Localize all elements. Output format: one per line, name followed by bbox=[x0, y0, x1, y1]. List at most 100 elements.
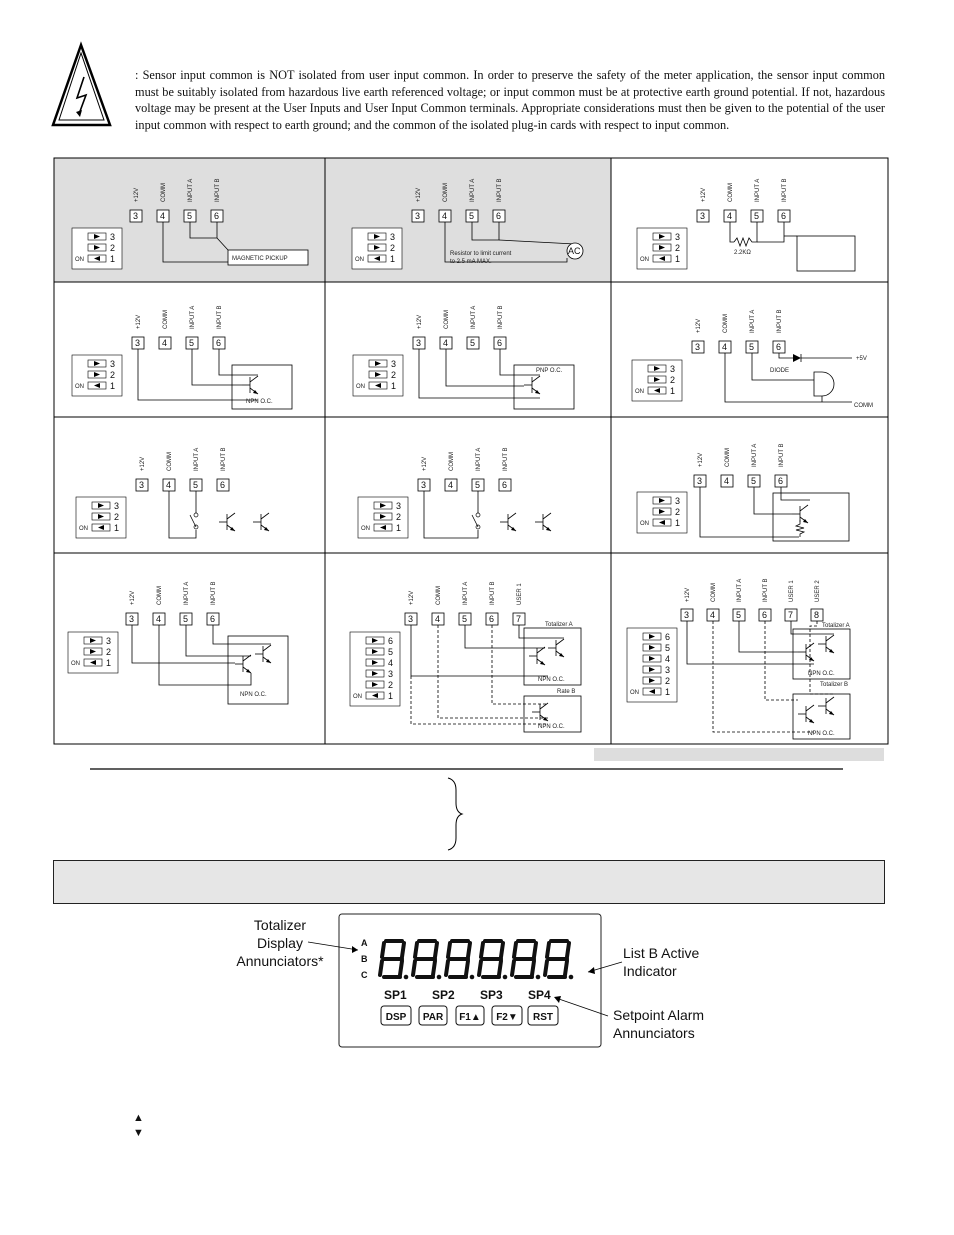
wire bbox=[764, 621, 798, 701]
device-box bbox=[513, 364, 575, 410]
terminal-label: COMM bbox=[449, 452, 455, 471]
terminal-number: 4 bbox=[160, 211, 165, 221]
dip-number: 3 bbox=[106, 636, 111, 646]
terminal-label: +12V bbox=[136, 315, 142, 329]
magnetic-pickup-label: MAGNETIC PICKUP bbox=[232, 256, 288, 262]
terminal-number: 3 bbox=[700, 211, 705, 221]
dip-number: 2 bbox=[110, 243, 115, 253]
terminal-number: 3 bbox=[416, 338, 421, 348]
down-arrow-icon: ▼ bbox=[133, 1127, 144, 1139]
terminal-label: INPUT B bbox=[490, 581, 496, 605]
segment bbox=[413, 941, 419, 959]
wire bbox=[780, 487, 810, 501]
transistor-arrow-icon bbox=[829, 711, 834, 715]
terminal-label: COMM bbox=[157, 586, 163, 605]
footer-note-bar bbox=[594, 748, 884, 761]
dip-number: 2 bbox=[390, 243, 395, 253]
terminal-label: COMM bbox=[161, 183, 167, 202]
terminal-number: 6 bbox=[762, 610, 767, 620]
segment bbox=[380, 941, 386, 959]
wire bbox=[729, 222, 734, 243]
setpoint-sp2: SP2 bbox=[432, 988, 455, 1002]
dip-on-label: ON bbox=[75, 384, 84, 390]
wire bbox=[137, 349, 258, 401]
decimal-point bbox=[469, 974, 475, 980]
terminal-number: 8 bbox=[814, 610, 819, 620]
totalizer-annunciators-label: Totalizer Display Annunciators* bbox=[236, 917, 324, 969]
segment bbox=[400, 941, 406, 959]
wire bbox=[249, 375, 259, 383]
wire bbox=[423, 491, 479, 539]
dip-number: 2 bbox=[670, 375, 675, 385]
dip-number: 3 bbox=[391, 359, 396, 369]
totalizer-b-label: Totalizer B bbox=[820, 682, 848, 688]
button-3 bbox=[491, 1005, 523, 1026]
dip-arrow-icon bbox=[659, 234, 665, 239]
terminal-number: 4 bbox=[166, 480, 171, 490]
wire bbox=[507, 512, 517, 520]
button-label: F1▲ bbox=[459, 1012, 481, 1023]
wire bbox=[809, 621, 834, 695]
dip-arrow-icon bbox=[659, 256, 665, 261]
terminal-number: 4 bbox=[724, 476, 729, 486]
dip-arrow-icon bbox=[375, 361, 381, 366]
wire bbox=[499, 349, 540, 376]
terminal-label: COMM bbox=[723, 314, 729, 333]
terminal-label: +12V bbox=[130, 591, 136, 605]
terminal-label: +12V bbox=[416, 188, 422, 202]
dip-arrow-icon bbox=[659, 498, 665, 503]
dip-arrow-icon bbox=[374, 234, 380, 239]
digit-8 bbox=[411, 939, 442, 980]
wire bbox=[162, 222, 228, 263]
resistor-note: to 2.5 mA MAX. bbox=[450, 259, 492, 265]
terminal-box bbox=[444, 478, 458, 492]
wire bbox=[799, 504, 809, 512]
segment bbox=[543, 959, 549, 977]
button-0 bbox=[380, 1005, 412, 1026]
terminal-label: +12V bbox=[140, 457, 146, 471]
terminal-label: COMM bbox=[167, 452, 173, 471]
dip-arrow-icon bbox=[90, 649, 96, 654]
setpoint-sp4: SP4 bbox=[528, 988, 551, 1002]
npn-label: NPN O.C. bbox=[246, 399, 273, 405]
dip-number: 1 bbox=[114, 523, 119, 533]
wire bbox=[189, 222, 218, 239]
dip-arrow-icon bbox=[649, 689, 655, 694]
segment bbox=[530, 959, 536, 977]
segment bbox=[512, 941, 518, 959]
wire bbox=[410, 676, 548, 725]
dip-arrow-icon bbox=[90, 638, 96, 643]
dip-number: 4 bbox=[665, 654, 670, 664]
wire bbox=[751, 353, 814, 381]
terminal-label: +12V bbox=[134, 188, 140, 202]
terminal-label: INPUT A bbox=[463, 582, 469, 605]
dip-arrow-icon bbox=[98, 514, 104, 519]
dip-arrow-icon bbox=[649, 667, 655, 672]
terminal-number: 6 bbox=[214, 211, 219, 221]
dip-arrow-icon bbox=[94, 361, 100, 366]
dip-arrow-icon bbox=[659, 245, 665, 250]
terminal-label: +12V bbox=[417, 315, 423, 329]
transistor-arrow-icon bbox=[540, 661, 545, 665]
wire bbox=[212, 625, 271, 645]
segment bbox=[466, 941, 472, 959]
terminal-number: 5 bbox=[470, 338, 475, 348]
dip-arrow-icon bbox=[380, 503, 386, 508]
segment bbox=[433, 941, 439, 959]
terminal-label: +12V bbox=[685, 588, 691, 602]
wire bbox=[825, 634, 835, 642]
terminal-box bbox=[720, 474, 734, 488]
terminal-number: 3 bbox=[139, 480, 144, 490]
dip-number: 3 bbox=[675, 232, 680, 242]
transistor-arrow-icon bbox=[809, 719, 814, 723]
annunciator-a: A bbox=[361, 938, 368, 948]
diode-label: DIODE bbox=[770, 368, 789, 374]
button-label: RST bbox=[533, 1012, 553, 1023]
segment bbox=[411, 959, 417, 977]
plus5v-label: +5V bbox=[856, 356, 867, 362]
dip-arrow-icon bbox=[374, 256, 380, 261]
button-1 bbox=[418, 1005, 448, 1026]
terminal-number: 7 bbox=[516, 614, 521, 624]
terminal-number: 6 bbox=[496, 211, 501, 221]
npn-label: NPN O.C. bbox=[808, 671, 835, 677]
